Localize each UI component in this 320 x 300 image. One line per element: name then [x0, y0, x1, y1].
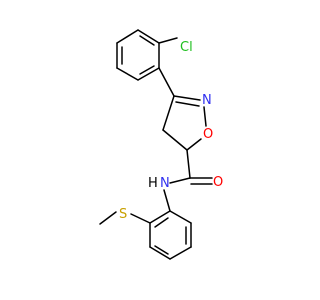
molecule-structure: Cl N O O N H S — [99, 29, 223, 260]
atom-amide-hydrogen: H — [148, 176, 158, 191]
atom-isoxazoline-oxygen: O — [203, 127, 213, 142]
bond-ring2-inner-2 — [154, 245, 169, 255]
bond-ring1-inner-2 — [139, 65, 155, 75]
atom-amide-oxygen: O — [213, 175, 223, 190]
atom-chlorine: Cl — [180, 40, 193, 55]
bond-ring1-inner-1 — [139, 35, 155, 46]
bond-ring2-inner-3 — [154, 217, 169, 228]
bond-ring1-6 — [116, 29, 139, 44]
bond-ring2-3 — [169, 246, 192, 260]
bond-c5-carbonyl — [186, 149, 191, 179]
bond-c5-c4 — [162, 129, 188, 151]
bond-n-aryl — [163, 189, 171, 212]
bond-carbonyl-n — [169, 177, 191, 184]
molecule-canvas: Cl N O O N H S — [99, 29, 224, 260]
atom-labels: Cl N O O N H S — [119, 40, 223, 222]
bond-o-c5 — [186, 138, 202, 151]
bond-ring1-3 — [137, 67, 160, 81]
bond-ring-s — [130, 213, 151, 224]
bond-ring1-1 — [137, 29, 160, 44]
bond-s-methyl — [99, 211, 117, 225]
bond-ring2-4 — [149, 246, 171, 260]
bond-c4-c3 — [162, 95, 175, 131]
bonds — [99, 29, 213, 260]
bond-c-cl — [158, 37, 178, 44]
bond-ring2-1 — [169, 210, 192, 224]
bond-c3-n-double — [175, 101, 200, 107]
atom-sulfur: S — [119, 207, 127, 222]
atom-amide-nitrogen: N — [160, 176, 170, 191]
bond-aryl-isoxazoline — [158, 67, 175, 97]
bond-n-o — [203, 106, 207, 127]
bond-ring1-4 — [116, 67, 139, 81]
atom-isoxazoline-nitrogen: N — [202, 93, 212, 108]
bond-c3-n — [173, 95, 201, 101]
bond-ring2-6 — [149, 210, 171, 224]
